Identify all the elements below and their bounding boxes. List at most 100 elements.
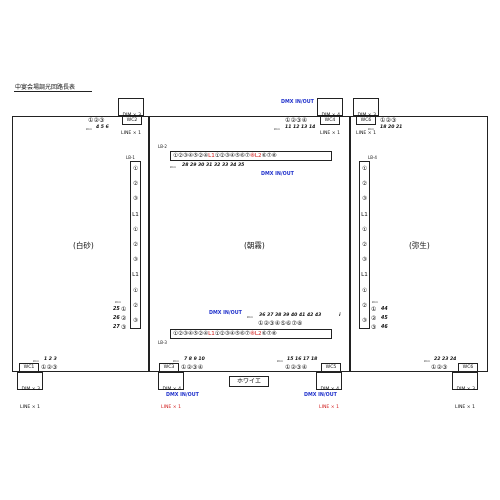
lb2-line-l1: L1 — [208, 153, 215, 159]
ch-label-bottom-cr: Dim — [277, 359, 284, 363]
dimmer-count: DIM × 4 — [162, 387, 181, 392]
lb1-cell: ③ — [132, 196, 138, 203]
circuits-top-right: ①②③ — [380, 117, 397, 124]
circuits-bottom-cl: ①②③④ — [181, 364, 204, 371]
line-count: LINE × 1 — [320, 131, 340, 136]
lb1-cell: L1 — [132, 272, 139, 279]
wc-box-top-center: WC4 — [320, 116, 340, 125]
dimmer-box-bottom-left: DIM × 3 LINE × 1 — [17, 372, 43, 410]
circuits-lb3-top: ①②③④⑤⑥⑦⑧ — [258, 320, 303, 327]
line-count: LINE × 1 — [121, 131, 141, 136]
lb1-cell: ② — [132, 302, 138, 309]
circuits-bottom-cr: ①②③④ — [285, 364, 308, 371]
circuits-top-center: ①②③④ — [285, 117, 308, 124]
circuits-top-left: ①②③ — [88, 117, 105, 124]
board-label-lb3: LB-3 — [158, 340, 167, 345]
ch-bottom-cr: 15 16 17 18 — [287, 357, 318, 362]
board-lb1: ① ② ③ L1 ① ② ③ L1 ① ② ③ — [130, 161, 141, 329]
lb1-cell: L1 — [132, 211, 139, 218]
ch-lb1-3: 27 — [113, 325, 120, 330]
lb4-cell: ② — [361, 302, 367, 309]
lb3-line-l2: L2 — [254, 331, 262, 337]
lb4-cell: L1 — [361, 272, 368, 279]
side-mark: i — [339, 313, 341, 318]
circuits-bottom-right: ①②③ — [431, 364, 448, 371]
board-lb3: ①②③④⑤②④L1①②③④⑤⑥⑦⑧L2⑥⑦⑧ — [170, 329, 332, 339]
ch-lb4-3: 46 — [381, 325, 388, 330]
board-label-lb4: LB-4 — [368, 155, 377, 160]
lb1-cell: ① — [132, 287, 138, 294]
dmx-label-lb3: DMX IN/OUT — [209, 311, 242, 316]
dmx-label-bottom-cl: DMX IN/OUT — [166, 393, 199, 398]
circ-lb1-2: ② — [121, 315, 127, 322]
dimmer-box-top-left: DIM × 3 LINE × 1 — [118, 98, 144, 136]
room-label-right: (弥生) — [409, 241, 430, 250]
lb1-cell: ① — [132, 226, 138, 233]
ch-label-lb4: Dim — [372, 300, 379, 304]
foyer-label: ホワイエ — [229, 376, 269, 387]
ch-label-lb2: Dim — [170, 165, 177, 169]
line-count: LINE × 1 — [319, 405, 339, 410]
ch-lb4-2: 45 — [381, 316, 388, 321]
dimmer-box-top-center: DIM × 4 LINE × 1 — [317, 98, 343, 136]
dmx-label-bottom-cr: DMX IN/OUT — [304, 393, 337, 398]
wc-box-bottom-left: WC1 — [19, 363, 39, 372]
wc-box-top-left: WC2 — [122, 116, 142, 125]
board-lb4: ① ② ③ L1 ① ② ③ L1 ① ② ③ — [359, 161, 370, 329]
room-center — [149, 116, 350, 372]
lb3-seg-1: ①②③④⑤②④ — [173, 331, 209, 337]
board-label-lb2: LB-2 — [158, 144, 167, 149]
dimmer-box-bottom-right: DIM × 3 LINE × 1 — [452, 372, 478, 410]
room-label-left: (白砂) — [73, 241, 94, 250]
lb4-cell: ② — [361, 181, 367, 188]
dimmer-count: DIM × 3 — [354, 113, 376, 119]
lb4-cell: ① — [361, 226, 367, 233]
dmx-label-lb2: DMX IN/OUT — [261, 172, 294, 177]
wc-box-bottom-right: WC6 — [458, 363, 478, 372]
lb2-seg-3: ⑧ — [249, 153, 255, 159]
dimmer-count: DIM × 3 — [119, 113, 141, 119]
circ-lb4-1: ① — [371, 306, 377, 313]
ch-label-top-center: Dim — [274, 127, 281, 131]
dimmer-count: DIM × 4 — [318, 113, 340, 119]
dimmer-count: DIM × 4 — [320, 387, 339, 392]
ch-label-lb3: Dim — [247, 315, 254, 319]
dimmer-box-top-right: DIM × 3 LINE × 1 — [353, 98, 379, 136]
line-count: LINE × 1 — [356, 131, 376, 136]
ch-label-bottom-cl: Dim — [173, 359, 180, 363]
room-left — [12, 116, 149, 372]
lb1-cell: ③ — [132, 257, 138, 264]
page-title: 中宴会場調光回路長表 — [15, 84, 76, 91]
line-count: LINE × 1 — [20, 405, 40, 410]
ch-label-top-right: Dim — [368, 127, 375, 131]
line-count: LINE × 1 — [161, 405, 181, 410]
lb2-seg-4: ⑥⑦⑧ — [261, 153, 277, 159]
ch-label-lb1: Dim — [115, 300, 122, 304]
lb1-cell: ① — [132, 166, 138, 172]
ch-lb2: 28 29 30 31 32 33 34 35 — [182, 163, 245, 168]
ch-lb4-1: 44 — [381, 307, 388, 312]
lb2-seg-2: ①②③④⑤⑥⑦ — [214, 153, 250, 159]
dimmer-box-bottom-cl: DIM × 4 LINE × 1 — [158, 372, 184, 410]
lb4-cell: ② — [361, 241, 367, 248]
wc-box-bottom-cr: WC5 — [321, 363, 341, 372]
lb2-line-l2: L2 — [254, 153, 262, 159]
circ-lb1-1: ① — [121, 306, 127, 313]
lb4-cell: ③ — [361, 257, 367, 264]
circuits-bottom-left: ①②③ — [41, 364, 58, 371]
lb4-cell: ③ — [361, 196, 367, 203]
lb1-cell: ③ — [132, 317, 138, 324]
lb1-cell: ② — [132, 241, 138, 248]
room-right — [350, 116, 488, 372]
ch-label-bottom-left: Dim — [33, 359, 40, 363]
board-lb2: ①②③④⑤②④L1①②③④⑤⑥⑦⑧L2⑥⑦⑧ — [170, 151, 332, 161]
ch-label-bottom-right: Dim — [424, 359, 431, 363]
dimmer-box-bottom-cr: DIM × 4 LINE × 1 — [316, 372, 342, 410]
ch-top-right: 18 20 21 — [380, 125, 403, 130]
dmx-label-top-center: DMX IN/OUT — [281, 100, 314, 105]
room-label-center: (朝霧) — [244, 241, 265, 250]
line-count: LINE × 1 — [455, 405, 475, 410]
ch-bottom-left: 1 2 3 — [44, 357, 57, 362]
lb3-seg-2: ①②③④⑤⑥⑦ — [214, 331, 250, 337]
ch-top-center: 11 12 13 14 — [285, 125, 316, 130]
